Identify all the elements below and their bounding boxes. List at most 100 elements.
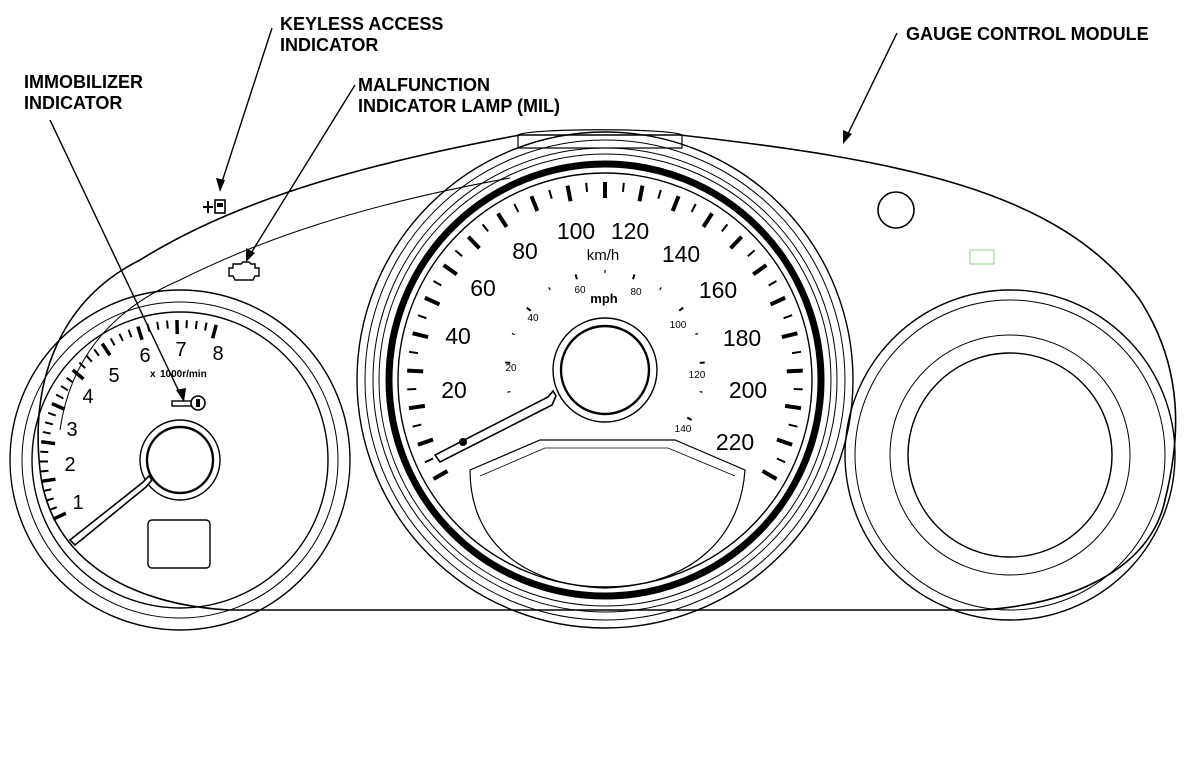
tachometer-hub-inner (145, 425, 215, 495)
kmh-tick (781, 331, 798, 340)
kmh-tick (637, 185, 645, 202)
tach-tick (47, 411, 57, 417)
kmh-tick (786, 368, 803, 374)
mph-tick (507, 390, 511, 393)
speedometer-bezel-1 (356, 131, 854, 629)
keyless-callout-line (219, 27, 273, 189)
tach-tick (41, 477, 56, 484)
tach-tick (42, 430, 51, 435)
kmh-tick (747, 249, 756, 257)
tach-tick (194, 320, 198, 330)
tach-tick (60, 385, 69, 392)
kmh-tick (496, 212, 509, 228)
kmh-tick (670, 195, 681, 212)
cluster-top-bezel (517, 129, 683, 149)
tach-tick (44, 421, 54, 426)
tach-tick (118, 333, 124, 342)
speedometer-bezel-4 (378, 153, 832, 607)
tachometer: 1 2 3 4 5 6 7 8 x 1000r/min (9, 289, 351, 631)
tachometer-needle (68, 474, 154, 547)
kmh-tick (768, 280, 777, 287)
kmh-tick (424, 295, 441, 307)
tach-tick (71, 368, 85, 381)
tach-label-4: 4 (82, 386, 93, 408)
keyless-callout-arrow (216, 178, 225, 192)
immobilizer-callout-line (49, 119, 183, 399)
mph-tick (659, 287, 662, 291)
mph-label-120: 120 (689, 370, 706, 381)
cluster-housing (37, 134, 1177, 611)
kmh-tick (729, 235, 744, 250)
mph-label-80: 80 (630, 287, 642, 298)
tach-tick (93, 348, 100, 357)
mph-tick (632, 274, 636, 280)
immobilizer-callout-arrow (176, 388, 186, 402)
tach-label-8: 8 (212, 343, 223, 365)
kmh-labels: 20 40 60 80 100 120 140 160 180 200 220 (441, 218, 767, 455)
tach-tick (109, 337, 116, 346)
kmh-tick (788, 423, 798, 428)
immobilizer-label-line2: INDICATOR (24, 93, 122, 113)
kmh-tick (776, 437, 793, 447)
tach-label-2: 2 (64, 454, 75, 476)
tach-tick (127, 329, 133, 338)
tach-tick (55, 393, 64, 400)
right-gauge-bezel-inner (889, 334, 1131, 576)
mph-tick (695, 332, 699, 336)
tach-tick (40, 469, 49, 473)
needle-pivot-mark (459, 438, 467, 446)
kmh-tick (529, 195, 540, 212)
mph-labels: 20 40 60 80 100 120 140 (505, 285, 705, 435)
tachometer-face (31, 311, 329, 609)
kmh-tick (466, 235, 481, 250)
kmh-tick (412, 331, 429, 340)
kmh-tick (783, 314, 793, 320)
mph-label-20: 20 (505, 363, 517, 374)
mph-tick (686, 416, 693, 421)
odometer-display (147, 519, 211, 569)
kmh-tick (548, 189, 553, 199)
tach-tick (78, 361, 86, 369)
keyless-access-icon (203, 199, 226, 214)
tach-tick (136, 325, 144, 341)
gauge-module-callout-line (844, 32, 898, 141)
kmh-label-100: 100 (557, 218, 595, 244)
kmh-tick (752, 263, 768, 277)
tach-tick (204, 322, 208, 331)
check-engine-icon (228, 261, 260, 281)
speedometer-face (397, 172, 813, 588)
kmh-tick (442, 263, 458, 277)
right-indicator-lamp (877, 191, 915, 229)
gauge-module-label: GAUGE CONTROL MODULE (906, 24, 1149, 44)
green-indicator (969, 249, 995, 265)
speedometer-bezel-3 (372, 147, 838, 613)
kmh-tick (657, 189, 662, 199)
mph-tick (511, 332, 515, 336)
kmh-label-60: 60 (470, 275, 496, 301)
mph-unit: mph (590, 291, 618, 306)
kmh-tick (513, 203, 520, 213)
tach-label-1: 1 (72, 492, 83, 514)
tach-tick (45, 497, 54, 502)
mil-callout-arrow (246, 248, 255, 262)
kmh-tick (565, 185, 573, 202)
kmh-tick (408, 403, 426, 411)
kmh-tick (417, 437, 434, 447)
tach-unit: 1000r/min (160, 369, 207, 380)
tachometer-labels: 1 2 3 4 5 6 7 8 (64, 339, 223, 514)
mph-tick (699, 390, 703, 393)
keyless-label-line1: KEYLESS ACCESS (280, 14, 443, 34)
gauge-module-callout-arrow (843, 130, 852, 144)
kmh-tick (701, 212, 714, 228)
tach-label-5: 5 (108, 365, 119, 387)
tach-tick (66, 377, 74, 384)
tach-tick (51, 402, 66, 411)
kmh-tick (424, 457, 434, 464)
kmh-tick (454, 249, 463, 257)
tach-tick (85, 355, 93, 363)
kmh-tick (761, 469, 778, 481)
speedometer-ring (385, 160, 825, 600)
tach-tick (100, 342, 112, 357)
mil-callout-line (247, 84, 356, 259)
